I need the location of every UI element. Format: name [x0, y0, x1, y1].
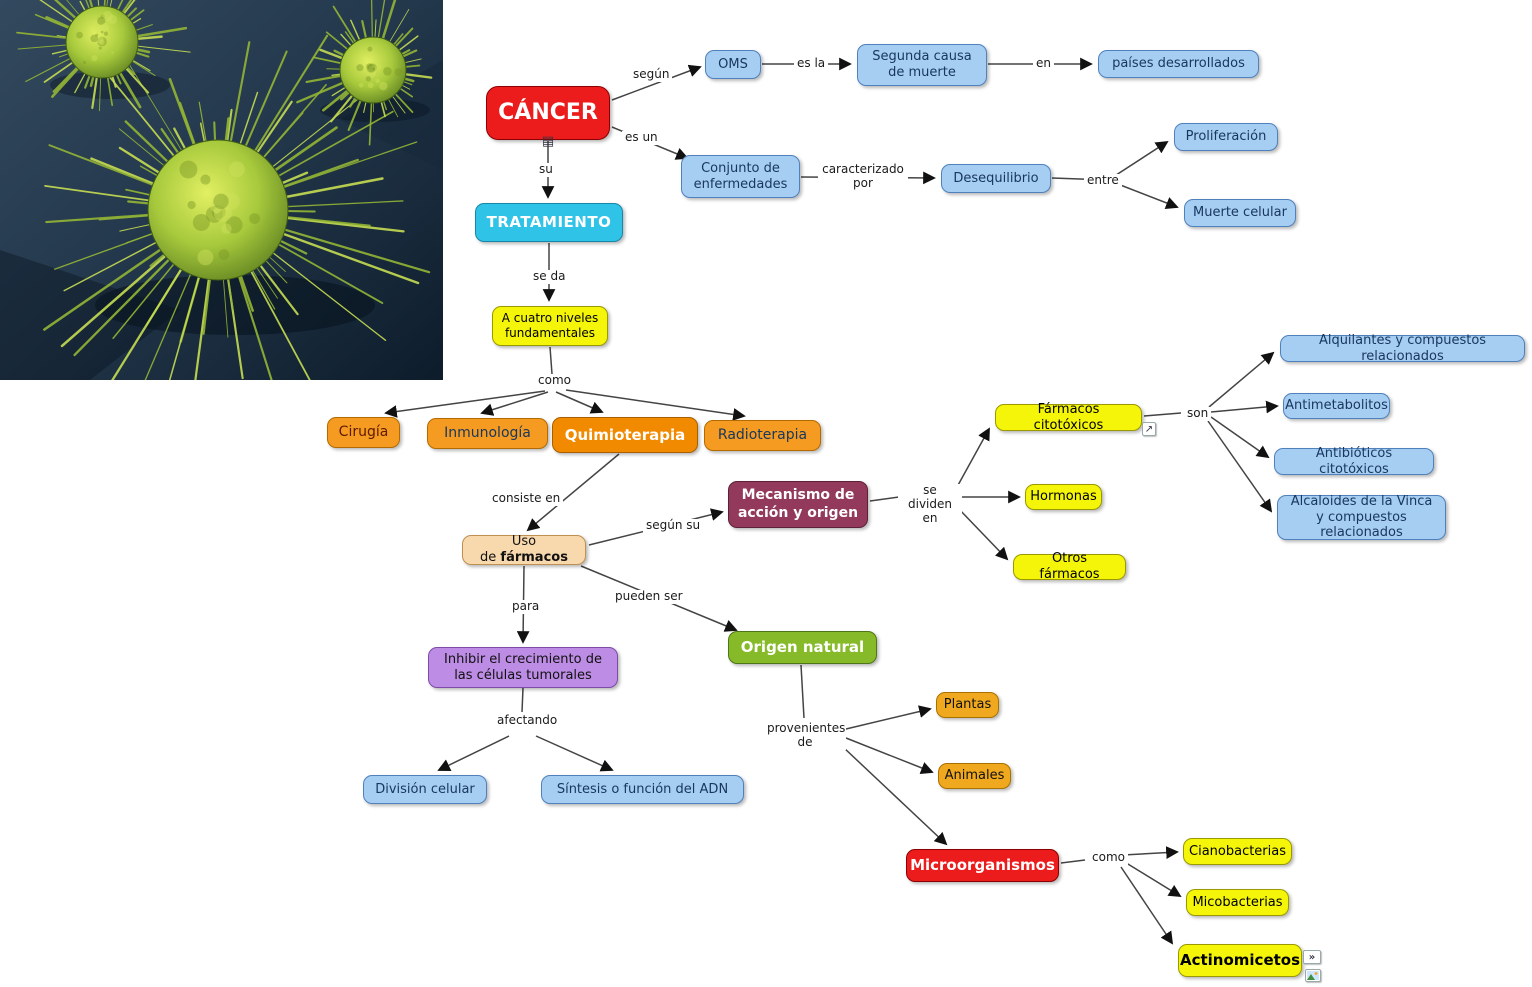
- node-cianobacterias[interactable]: Cianobacterias: [1183, 838, 1292, 865]
- node-desequilibrio[interactable]: Desequilibrio: [941, 164, 1051, 193]
- image-glyph: [1307, 971, 1319, 980]
- cancer-cells-art: [0, 0, 443, 426]
- node-alquilantes[interactable]: Alquilantes y compuestos relacionados: [1280, 333, 1525, 364]
- link-su[interactable]: su: [536, 162, 556, 177]
- node-inmunologia[interactable]: Inmunología: [427, 418, 548, 449]
- node-muerte-celular[interactable]: Muerte celular: [1184, 199, 1296, 227]
- node-proliferacion[interactable]: Proliferación: [1174, 123, 1278, 151]
- node-segunda-causa-de-muerte[interactable]: Segunda causa de muerte: [857, 44, 987, 86]
- node-cancer[interactable]: CÁNCER: [486, 86, 610, 140]
- link-es-la[interactable]: es la: [794, 56, 829, 71]
- node-tratamiento[interactable]: TRATAMIENTO: [475, 203, 623, 242]
- node-radioterapia[interactable]: Radioterapia: [704, 420, 821, 451]
- node-antibioticos-citotoxicos[interactable]: Antibióticos citotóxicos: [1274, 446, 1434, 477]
- link-caracterizado-por[interactable]: caracterizado por: [818, 162, 908, 191]
- link-son[interactable]: son: [1184, 406, 1212, 421]
- node-quimioterapia[interactable]: Quimioterapia: [552, 417, 698, 453]
- node-antimetabolitos[interactable]: Antimetabolitos: [1283, 393, 1390, 419]
- link-consiste-en[interactable]: consiste en: [489, 491, 564, 506]
- node-micobacterias[interactable]: Micobacterias: [1186, 889, 1289, 916]
- link-afectando[interactable]: afectando: [494, 713, 561, 728]
- node-a-cuatro-niveles[interactable]: A cuatro niveles fundamentales: [492, 306, 608, 346]
- link-pueden-ser[interactable]: pueden ser: [612, 589, 686, 604]
- link-como[interactable]: como: [535, 373, 574, 388]
- node-origen-natural[interactable]: Origen natural: [728, 631, 877, 664]
- node-plantas[interactable]: Plantas: [936, 692, 999, 718]
- cancer-cells-image: [0, 0, 443, 426]
- actinomicetos-expand-icon[interactable]: »: [1303, 950, 1321, 964]
- node-hormonas[interactable]: Hormonas: [1025, 484, 1102, 510]
- node-animales[interactable]: Animales: [938, 763, 1011, 789]
- node-otros-farmacos[interactable]: Otros fármacos: [1013, 551, 1126, 582]
- link-segun-su[interactable]: según su: [643, 518, 704, 533]
- farmacos-link-icon[interactable]: ↗: [1142, 422, 1156, 436]
- link-segun[interactable]: según: [630, 67, 673, 82]
- node-conjunto-de-enfermedades[interactable]: Conjunto de enfermedades: [681, 155, 800, 198]
- node-mecanismo-accion-origen[interactable]: Mecanismo de acción y origen: [728, 481, 868, 528]
- link-es-un[interactable]: es un: [622, 130, 661, 145]
- node-microorganismos[interactable]: Microorganismos: [906, 849, 1059, 882]
- actinomicetos-image-icon[interactable]: [1305, 969, 1321, 982]
- node-farmacos-citotoxicos[interactable]: Fármacos citotóxicos: [995, 402, 1142, 433]
- link-provenientes-de[interactable]: provenientes de: [764, 721, 846, 750]
- node-sintesis-funcion-adn[interactable]: Síntesis o función del ADN: [541, 775, 744, 804]
- uso-de-farmacos-text: Uso de fármacos: [480, 534, 568, 565]
- node-division-celular[interactable]: División celular: [363, 775, 487, 804]
- node-alcaloides-vinca[interactable]: Alcaloides de la Vinca y compuestos rela…: [1277, 494, 1446, 540]
- link-se-da[interactable]: se da: [530, 269, 569, 284]
- link-se-dividen-en[interactable]: se dividen en: [898, 483, 962, 526]
- node-actinomicetos[interactable]: Actinomicetos: [1178, 944, 1302, 977]
- node-oms[interactable]: OMS: [705, 50, 761, 79]
- link-entre[interactable]: entre: [1084, 173, 1122, 188]
- link-como-2[interactable]: como: [1089, 850, 1128, 865]
- node-inhibir-crecimiento[interactable]: Inhibir el crecimiento de las células tu…: [428, 647, 618, 688]
- link-en[interactable]: en: [1033, 56, 1054, 71]
- node-paises-desarrollados[interactable]: países desarrollados: [1098, 50, 1259, 78]
- link-para[interactable]: para: [509, 599, 543, 614]
- node-cirugia[interactable]: Cirugía: [327, 417, 400, 448]
- cancer-resource-icon[interactable]: ▤: [541, 133, 555, 149]
- node-uso-de-farmacos[interactable]: Uso de fármacos: [462, 534, 586, 565]
